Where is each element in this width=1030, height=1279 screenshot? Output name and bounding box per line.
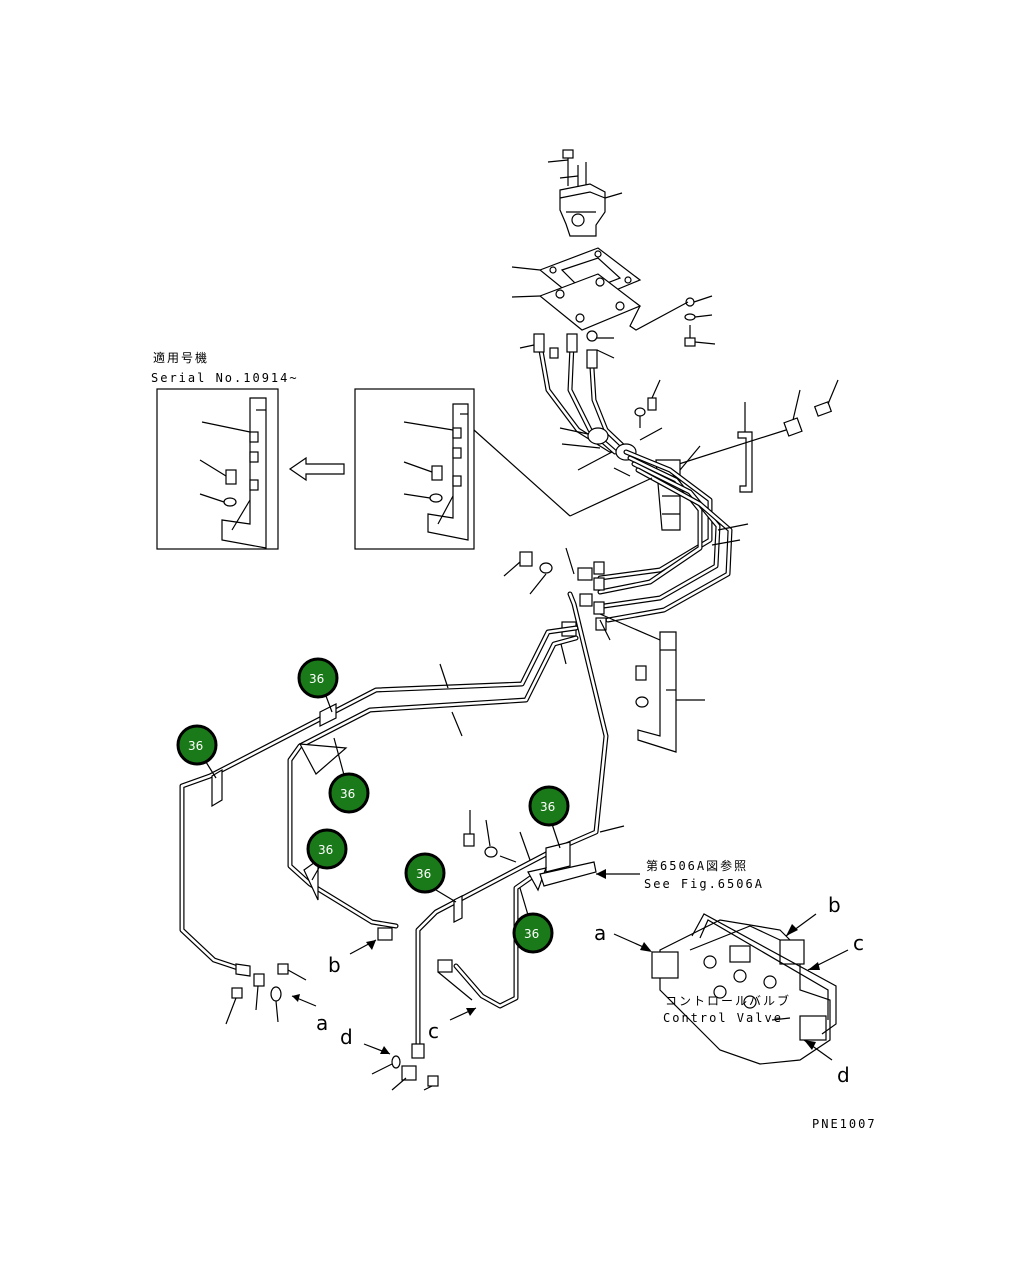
gaskets: [511, 247, 689, 331]
right-bracket-lower: [599, 613, 705, 753]
control-valve-jp: コントロールバルブ: [665, 993, 791, 1008]
bolt-washer-mid: [634, 379, 661, 428]
port-label-a-left: a: [316, 1011, 328, 1035]
reference-en: See Fig.6506A: [644, 877, 764, 891]
long-hoses: [597, 449, 749, 623]
drawing-code: PNE1007: [812, 1117, 877, 1131]
callout-badge: 36: [528, 785, 570, 827]
small-parts-right: [684, 295, 716, 347]
upper-hoses: [519, 330, 663, 477]
bolt-washer-left: [503, 551, 553, 595]
inset-arrow: [288, 456, 345, 482]
inset-right: [354, 388, 653, 550]
callout-label: 36: [416, 867, 431, 881]
callout-circle: [297, 657, 339, 699]
callout-circle: [512, 912, 554, 954]
reference-jp: 第6506A図参照: [646, 858, 748, 873]
callout-circle: [176, 724, 218, 766]
pipe-clamps: [211, 703, 571, 923]
inset-title: 適用号機: [153, 350, 209, 365]
callout-label: 36: [188, 739, 203, 753]
port-arrows: [291, 869, 640, 1055]
port-label-a-right: a: [594, 921, 606, 945]
callout-label: 36: [318, 843, 333, 857]
port-label-d-right: d: [837, 1063, 850, 1087]
callout-circle: [328, 772, 370, 814]
inset-left: [156, 388, 279, 550]
callout-badge: 36: [328, 772, 370, 814]
callout-badge: 36: [404, 852, 446, 894]
port-label-b-right: b: [828, 893, 841, 917]
callout-circle: [528, 785, 570, 827]
port-label-c-right: c: [853, 931, 864, 955]
callout-circle: [404, 852, 446, 894]
ppc-valve: [547, 149, 623, 237]
port-label-b-left: b: [328, 953, 341, 977]
port-label-d-left: d: [340, 1025, 353, 1049]
callout-label: 36: [309, 672, 324, 686]
callout-badge: 36: [306, 828, 348, 870]
callout-label: 36: [540, 800, 555, 814]
callout-badge: 36: [512, 912, 554, 954]
inset-serial: Serial No.10914~: [151, 371, 299, 385]
control-valve-en: Control Valve: [663, 1011, 783, 1025]
callout-badge: 36: [176, 724, 218, 766]
callout-label: 36: [524, 927, 539, 941]
callout-label: 36: [340, 787, 355, 801]
callout-circle: [306, 828, 348, 870]
callout-badge: 36: [297, 657, 339, 699]
control-valve: [613, 913, 849, 1065]
port-label-c-left: c: [428, 1019, 439, 1043]
fittings-bottom: [225, 810, 597, 1091]
pipes: [179, 591, 625, 1055]
right-bracket-upper: [659, 379, 839, 493]
